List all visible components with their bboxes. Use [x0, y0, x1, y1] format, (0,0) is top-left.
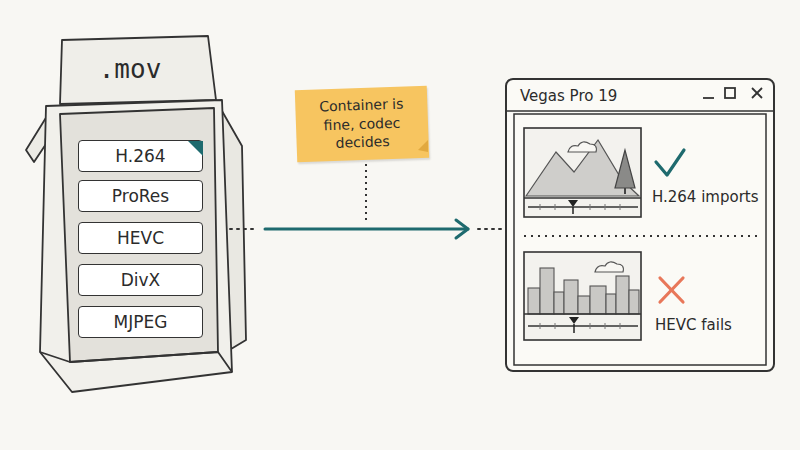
cross-mark — [660, 278, 683, 302]
leader-line — [365, 164, 367, 220]
box-inside — [60, 108, 218, 362]
city-thumbnail — [524, 252, 641, 340]
result-text: HEVC fails — [655, 316, 732, 334]
box-body — [40, 100, 232, 392]
open-box — [26, 36, 246, 392]
node-text: DivX — [121, 270, 161, 290]
window-title: Vegas Pro 19 — [520, 87, 617, 105]
result-text: H.264 imports — [652, 188, 759, 206]
codec-box: HEVC — [78, 222, 203, 254]
node-text: H.264 — [115, 146, 165, 166]
content-panel — [514, 114, 766, 365]
row-divider — [524, 235, 762, 237]
container-box: .movH.264ProResHEVC DivX MJPEG — [30, 40, 230, 390]
sticky-note: Container is fine, codec decides — [295, 86, 429, 163]
corner-marker — [188, 141, 203, 156]
codec-box: DivX — [78, 264, 203, 296]
node-text: Container is fine, codec decides — [303, 94, 421, 155]
check-mark — [656, 150, 684, 175]
title-divider — [507, 110, 773, 112]
node-text: .mov — [30, 54, 230, 84]
note-fold — [418, 140, 428, 152]
node-text: HEVC — [117, 228, 164, 248]
box-edge — [40, 352, 232, 372]
codec-box: MJPEG — [78, 306, 203, 338]
flow-arrow — [230, 220, 505, 238]
landscape-thumbnail — [524, 128, 641, 217]
node-text: ProRes — [112, 186, 169, 206]
window-controls — [703, 88, 762, 98]
codec-box: H.264 — [78, 140, 203, 172]
node-text: MJPEG — [114, 312, 168, 332]
codec-box: ProRes — [78, 180, 203, 212]
app-window: Vegas Pro 19 H.264 importsHEVC fails — [505, 78, 775, 372]
